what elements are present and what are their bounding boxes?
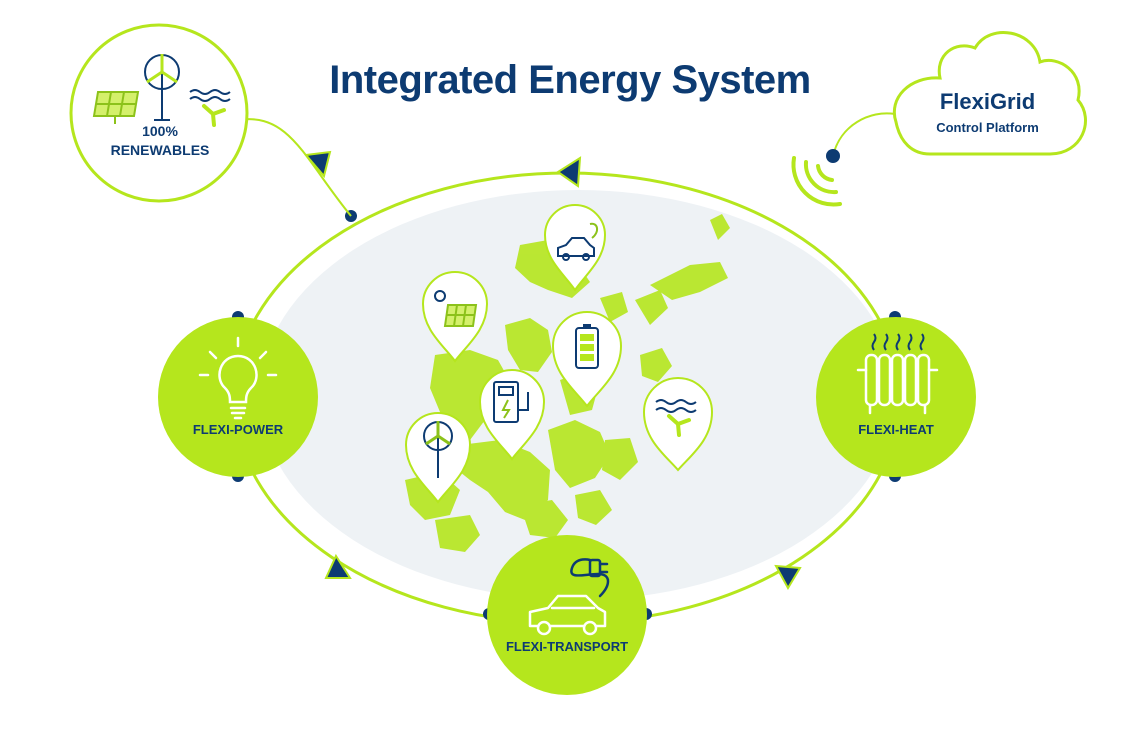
hub-heat-label: FLEXI-HEAT [858, 422, 934, 437]
page-title: Integrated Energy System [329, 58, 811, 102]
radiator-icon [856, 353, 939, 415]
battery-icon [575, 324, 599, 369]
charging-station-icon [493, 381, 529, 423]
map-pin-battery [551, 310, 623, 408]
flow-arrow-icon [774, 564, 802, 591]
map-pin-solar [421, 270, 489, 363]
hub-power-label: FLEXI-POWER [192, 422, 284, 437]
flexigrid-cloud [892, 31, 1087, 156]
map-pin-tidal [642, 376, 714, 472]
hub-heat [816, 317, 976, 477]
map-pin-charging [478, 368, 546, 461]
wifi-node [826, 149, 840, 163]
platform-subtitle: Control Platform [936, 120, 1039, 135]
renewables-label: RENEWABLES [110, 142, 210, 158]
wifi-signal-icon [791, 156, 842, 207]
hub-power [158, 317, 318, 477]
tidal-energy-icon [189, 89, 231, 127]
tidal-pin-icon [655, 399, 697, 437]
hub-transport [487, 535, 647, 695]
charging-plug-icon [570, 558, 610, 598]
wind-turbine-pin-icon [423, 421, 453, 478]
electric-car-icon [528, 594, 607, 636]
map-pin-ev-car [543, 203, 607, 292]
renewables-percent: 100% [142, 123, 178, 139]
map-pin-wind [404, 411, 472, 504]
ev-car-icon [557, 222, 598, 261]
solar-panel-icon [92, 91, 140, 124]
sun-solar-icon [434, 290, 478, 327]
flow-arrow-icon [556, 156, 582, 188]
lightbulb-icon [198, 336, 278, 420]
hub-transport-label: FLEXI-TRANSPORT [505, 639, 629, 654]
heat-waves-icon [871, 333, 925, 351]
renewables-circle [69, 23, 249, 203]
renewables-link [237, 118, 352, 217]
flow-arrow-icon [304, 150, 332, 179]
cloud-link [832, 112, 896, 157]
flow-arrows [304, 150, 802, 591]
platform-name: FlexiGrid [939, 89, 1036, 114]
flow-arrow-icon [324, 553, 352, 579]
